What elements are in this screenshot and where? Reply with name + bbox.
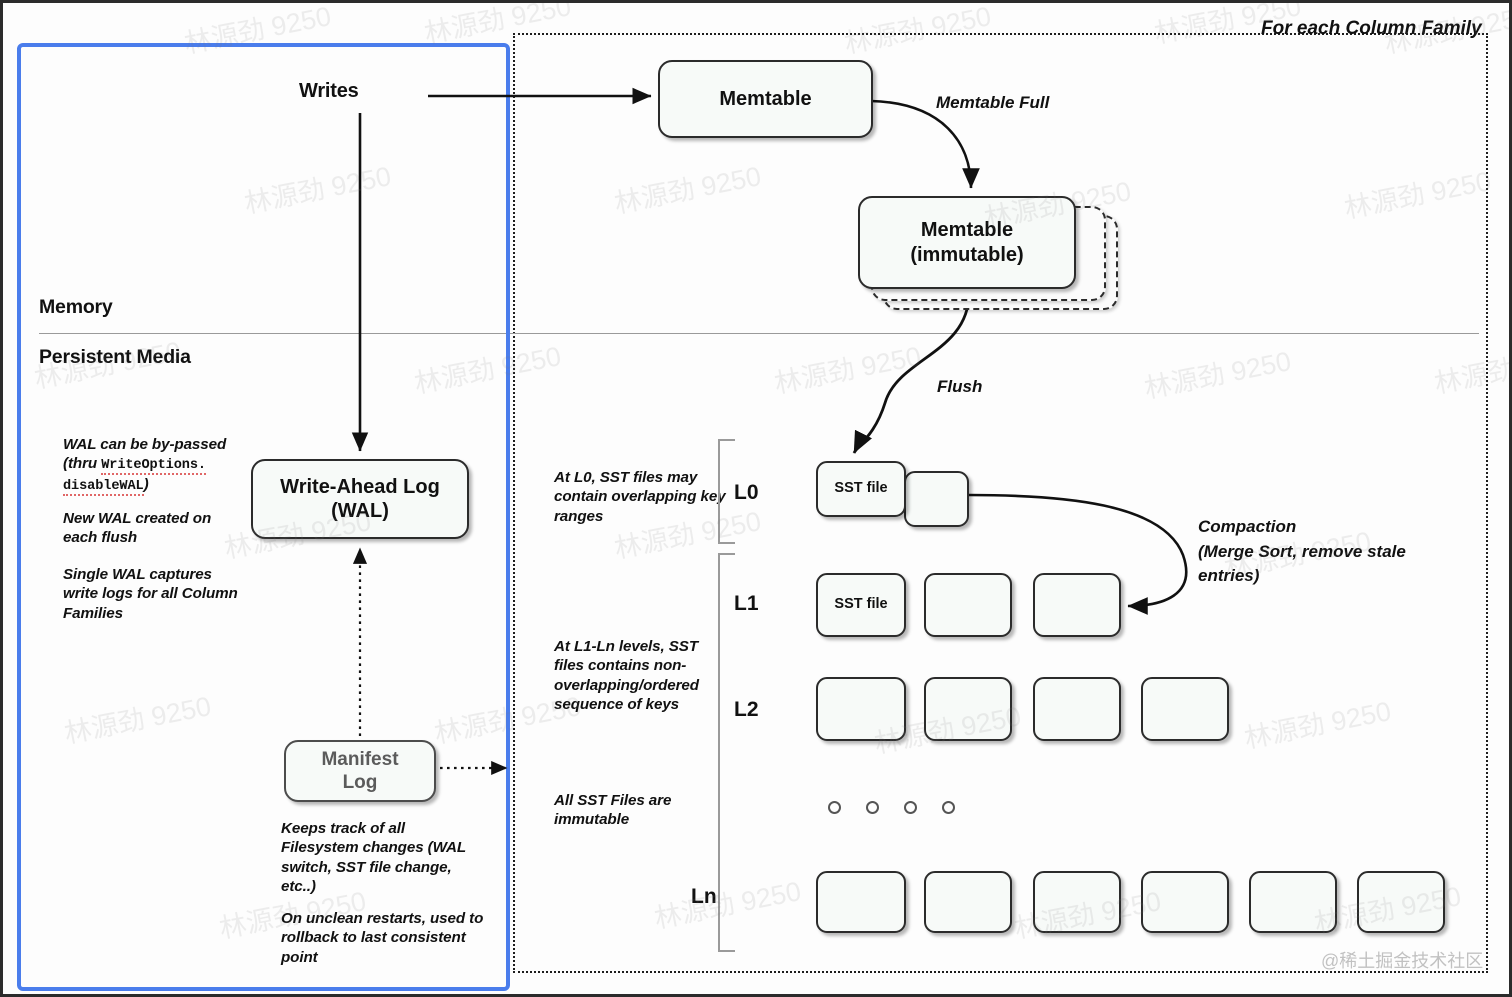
memtable-full-label: Memtable Full [936, 93, 1049, 113]
flush-label: Flush [937, 377, 983, 396]
compaction-line-2: (Merge Sort, remove stale [1198, 541, 1406, 561]
sst-file-label: SST file [834, 596, 888, 613]
sst-box-l0-1[interactable]: SST file [816, 461, 906, 517]
wal-single-note: Single WAL captures write logs for all C… [63, 566, 238, 622]
memtable-node[interactable]: Memtable [658, 60, 873, 138]
sst-box-ln-3[interactable] [1033, 871, 1121, 933]
memtable-immutable-node[interactable]: Memtable (immutable) [858, 196, 1076, 289]
sst-box-l2-1[interactable] [816, 677, 906, 741]
compaction-label: Compaction (Merge Sort, remove stale ent… [1198, 515, 1458, 589]
writes-label: Writes [299, 80, 359, 102]
immutable-note: All SST Files are immutable [554, 792, 672, 829]
wal-bypass-line1: WAL can be by-passed [63, 436, 227, 453]
sst-box-ln-6[interactable] [1357, 871, 1445, 933]
persistent-media-heading: Persistent Media [39, 346, 191, 368]
memtable-immutable-label-line2: (immutable) [910, 243, 1024, 266]
local-scope-frame [17, 43, 510, 991]
ellipsis-dot [942, 801, 955, 814]
sst-box-l0-2[interactable] [904, 471, 969, 527]
level-ln-label: Ln [691, 885, 717, 908]
level-l1-label: L1 [734, 592, 759, 615]
sst-box-l2-2[interactable] [924, 677, 1012, 741]
memtable-node-label: Memtable [719, 87, 812, 110]
manifest-label-line2: Log [342, 772, 378, 793]
level-ellipsis-dots [828, 801, 955, 814]
ellipsis-dot [904, 801, 917, 814]
memory-persistent-divider [39, 333, 1479, 334]
sst-box-l1-2[interactable] [924, 573, 1012, 637]
sst-box-l2-3[interactable] [1033, 677, 1121, 741]
wal-bypass-suffix: ) [143, 475, 149, 493]
l0-overlap-note: At L0, SST files may contain overlapping… [554, 469, 726, 525]
compaction-line-1: Compaction [1198, 517, 1297, 536]
l1ln-order-note: At L1-Ln levels, SST files contains non-… [554, 638, 699, 714]
sst-box-ln-2[interactable] [924, 871, 1012, 933]
memtable-full-text: Memtable Full [936, 93, 1050, 112]
wal-bypass-prefix: (thru [63, 455, 102, 473]
wal-new-flush-note: New WAL created on each flush [63, 510, 212, 547]
ellipsis-dot [866, 801, 879, 814]
memtable-immutable-label-line1: Memtable [920, 219, 1014, 242]
sst-box-l1-1[interactable]: SST file [816, 573, 906, 637]
level-l2-label: L2 [734, 698, 759, 721]
manifest-log-node[interactable]: Manifest Log [284, 740, 436, 802]
wal-label-line2: (WAL) [331, 500, 389, 522]
manifest-tracks-note: Keeps track of all Filesystem changes (W… [281, 820, 466, 896]
column-family-frame [513, 33, 1488, 973]
wal-node[interactable]: Write-Ahead Log (WAL) [251, 459, 469, 539]
sst-file-label: SST file [834, 480, 888, 497]
community-watermark: @稀土掘金技术社区 [1321, 951, 1484, 971]
memory-heading: Memory [39, 296, 113, 318]
manifest-rollback-note: On unclean restarts, used to rollback to… [281, 910, 484, 966]
sst-box-ln-4[interactable] [1141, 871, 1229, 933]
manifest-label-line1: Manifest [321, 748, 399, 770]
sst-box-l2-4[interactable] [1141, 677, 1229, 741]
wal-bypass-note: WAL can be by-passed (thru WriteOptions.… [63, 435, 253, 496]
disable-wal-code: disableWAL [63, 478, 144, 496]
write-options-code: WriteOptions. [101, 458, 206, 476]
wal-label-line1: Write-Ahead Log [280, 475, 440, 498]
column-family-label: For each Column Family [1261, 18, 1482, 39]
sst-box-l1-3[interactable] [1033, 573, 1121, 637]
sst-box-ln-1[interactable] [816, 871, 906, 933]
sst-box-ln-5[interactable] [1249, 871, 1337, 933]
compaction-line-3: entries) [1198, 566, 1260, 586]
ellipsis-dot [828, 801, 841, 814]
level-l0-label: L0 [734, 481, 759, 504]
